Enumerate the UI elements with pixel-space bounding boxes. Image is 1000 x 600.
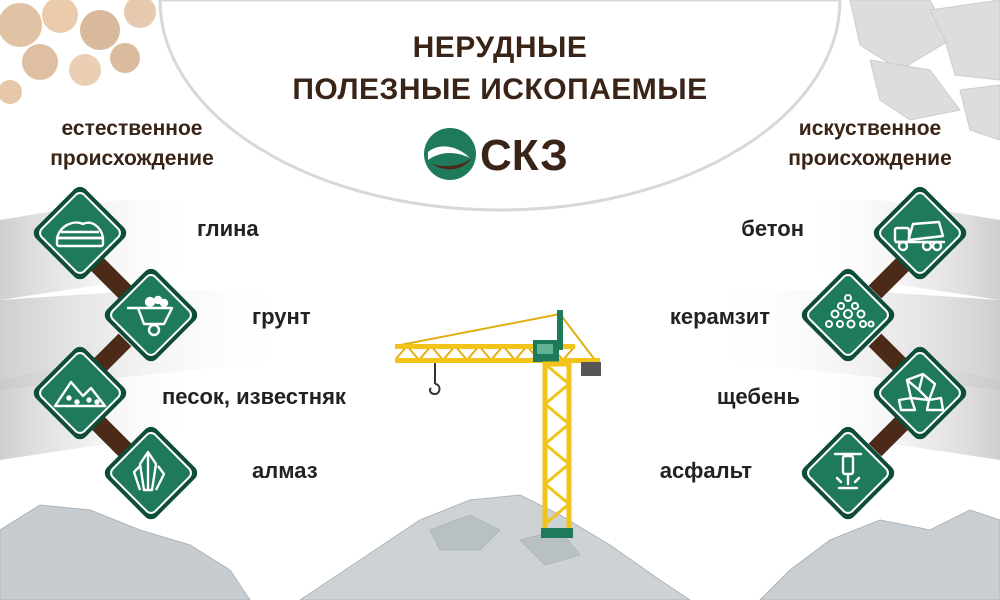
artificial-heading-line2: происхождение [788,147,952,170]
diamond-clay [33,186,127,280]
diamond-diamond [104,426,198,520]
wheelbarrow-icon [126,295,174,337]
concrete-mixer-icon [893,220,945,252]
diamond-crushed-stone [873,346,967,440]
company-logo: СКЗ [424,128,568,180]
sand-pile-icon [53,380,107,408]
natural-heading-line2: происхождение [50,147,214,170]
diamond-sand [33,346,127,440]
logo-text: СКЗ [480,131,568,180]
label-diamond: алмаз [252,458,318,483]
diamond-asphalt [801,426,895,520]
clay-icon [55,221,105,248]
rock-pile-left [0,504,251,600]
rock-pile-right [759,509,1000,600]
diamond-soil [104,268,198,362]
diamond-expanded-clay [801,268,895,362]
gray-stones [849,0,1000,141]
diamond-concrete [873,186,967,280]
label-expanded-clay: керамзит [669,304,770,329]
crushed-stone-icon [897,372,945,412]
crystal-icon [132,450,166,492]
artificial-heading-line1: искуственное [798,117,942,140]
clay-pebbles [0,0,156,104]
jackhammer-icon [833,452,863,490]
label-clay: глина [197,216,259,241]
rock-pile-center [299,494,691,600]
label-sand: песок, известняк [162,384,346,409]
natural-heading-line1: естественное [61,117,203,140]
label-crushed-stone: щебень [716,384,800,409]
title-line-1: НЕРУДНЫЕ [412,31,588,64]
title-line-2: ПОЛЕЗНЫЕ ИСКОПАЕМЫЕ [292,73,708,106]
crane-icon [395,310,601,538]
granules-icon [825,294,875,329]
leaf-logo-icon [424,128,476,180]
label-soil: грунт [252,304,311,329]
natural-heading: естественное происхождение [12,114,252,174]
label-concrete: бетон [741,216,804,241]
label-asphalt: асфальт [659,458,752,483]
artificial-heading: искуственное происхождение [750,114,990,174]
